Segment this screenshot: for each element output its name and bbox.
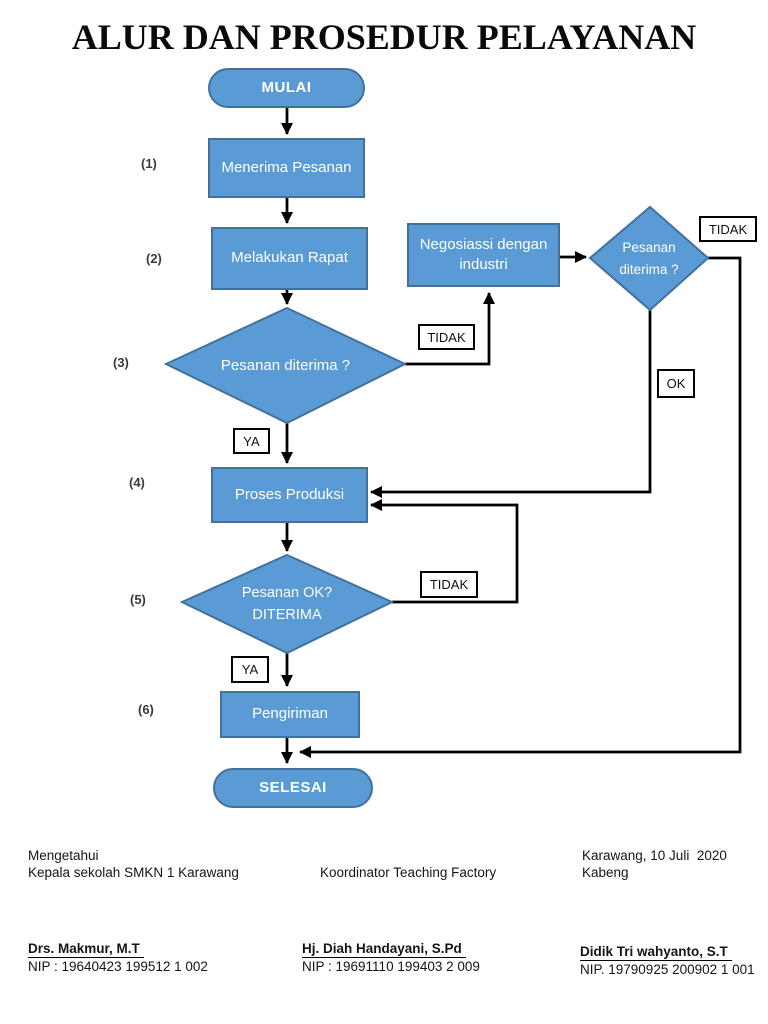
decision3-diamond [163,306,408,425]
edge-label-tidak-right: TIDAK [699,216,757,242]
edge-decision3-no-to-negotiation [405,292,495,366]
process-shipping: Pengiriman [220,691,360,738]
signature-right-heading1: Karawang, 10 Juli 2020 [582,848,727,863]
page-title: ALUR DAN PROSEDUR PELAYANAN [71,17,697,57]
process-negotiation-label: Negosiassi dengan industri [420,235,548,276]
signature-right-name: Didik Tri wahyanto, S.T [580,943,732,961]
edge-label-ya-decision5: YA [231,656,269,683]
edge-decision5-no-loop [370,499,519,604]
negotiation-line1: Negosiassi dengan [419,235,548,253]
edge-label-ya-decision3-text: YA [243,433,260,449]
process-production: Proses Produksi [211,467,368,523]
edge-label-ok: OK [657,369,695,398]
process-production-label: Proses Produksi [234,485,345,503]
process-receive-order-label: Menerima Pesanan [221,158,352,176]
edge-label-tidak-decision5: TIDAK [420,571,478,598]
edge-label-tidak-right-text: TIDAK [708,221,748,237]
decision-right-diamond [588,205,710,312]
process-shipping-label: Pengiriman [252,705,328,723]
edge-decision-right-no-loop [299,256,742,758]
step-number-3: (3) [113,355,129,370]
edge-decision-right-ok-to-production [370,310,652,498]
start-node-label: MULAI [261,78,312,96]
step-number-5: (5) [130,592,146,607]
signature-left-heading2: Kepala sekolah SMKN 1 Karawang [28,865,239,880]
signature-left-heading1: Mengetahui [28,848,99,863]
negotiation-line2: industri [459,256,508,273]
signature-right-heading2: Kabeng [582,865,629,880]
edge-label-ok-text: OK [666,376,686,391]
edge-label-tidak-decision5-text: TIDAK [429,577,469,592]
edge-label-ya-decision5-text: YA [241,662,259,677]
process-hold-meeting: Melakukan Rapat [211,227,368,290]
signature-center-heading1: Koordinator Teaching Factory [320,865,497,880]
process-receive-order: Menerima Pesanan [208,138,365,198]
signature-center-name: Hj. Diah Handayani, S.Pd [302,940,466,958]
end-node-label: SELESAI [259,778,327,796]
signature-left-name: Drs. Makmur, M.T [28,940,144,958]
edge-label-tidak-decision3-text: TIDAK [427,329,466,345]
edge-label-tidak-decision3: TIDAK [418,324,475,350]
process-negotiation: Negosiassi dengan industri [407,223,560,287]
signature-left-nip: NIP : 19640423 199512 1 002 [28,959,208,974]
process-hold-meeting-label: Melakukan Rapat [231,249,348,267]
step-number-6: (6) [138,702,154,717]
decision5-diamond [179,553,395,655]
signature-center-heading: Koordinator Teaching Factory [320,864,496,881]
signature-right-nip: NIP. 19790925 200902 1 001 [580,962,755,977]
step-number-4: (4) [129,475,145,490]
start-node: MULAI [208,68,365,108]
edge-label-ya-decision3: YA [233,428,270,454]
signature-center-nip: NIP : 19691110 199403 2 009 [302,959,480,974]
end-node: SELESAI [213,768,373,808]
step-number-2: (2) [146,251,162,266]
step-number-1: (1) [141,156,157,171]
